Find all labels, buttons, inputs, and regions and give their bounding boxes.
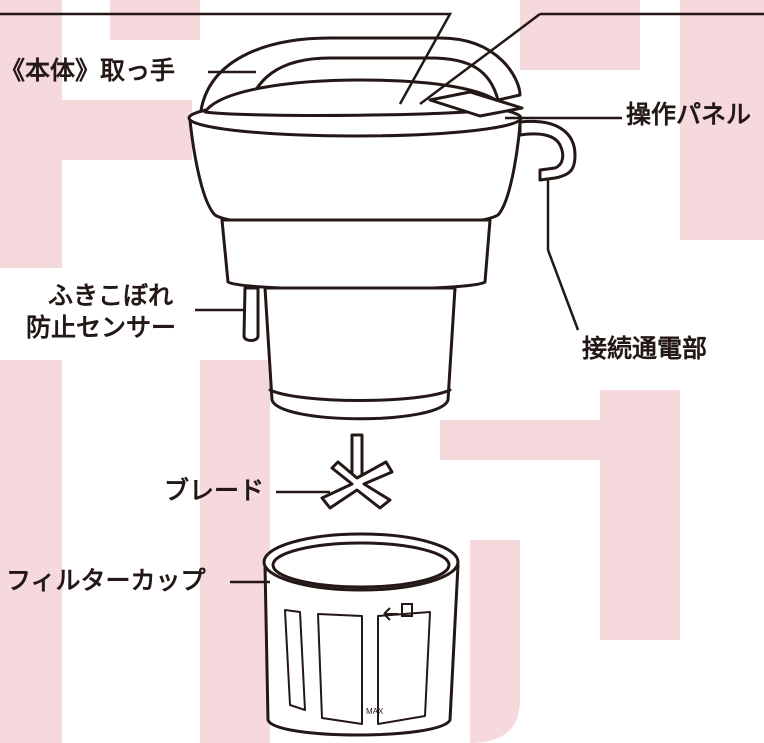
lid-dome [203, 78, 507, 117]
blade [320, 460, 394, 510]
blade-shaft [350, 433, 364, 480]
control-panel [428, 90, 524, 118]
body-lower [263, 286, 457, 421]
handle [198, 36, 522, 122]
label-control-panel: 操作パネル [626, 100, 752, 129]
label-filter-cup: フィルターカップ [6, 566, 206, 595]
label-handle: 《本体》取っ手 [0, 56, 176, 85]
lock-mark [383, 603, 413, 621]
label-overflow-sensor-line2: 防止センサー [26, 313, 177, 342]
body-band [268, 388, 452, 402]
power-connector [518, 119, 577, 182]
label-overflow-sensor-line1: ふきこぼれ [48, 281, 174, 310]
overflow-sensor [242, 286, 260, 342]
label-blade: ブレード [164, 476, 265, 505]
max-mark: MAX [366, 707, 384, 716]
leader-lines [0, 12, 764, 584]
body-mid [220, 218, 492, 291]
label-power-contact: 接続通電部 [582, 334, 708, 363]
